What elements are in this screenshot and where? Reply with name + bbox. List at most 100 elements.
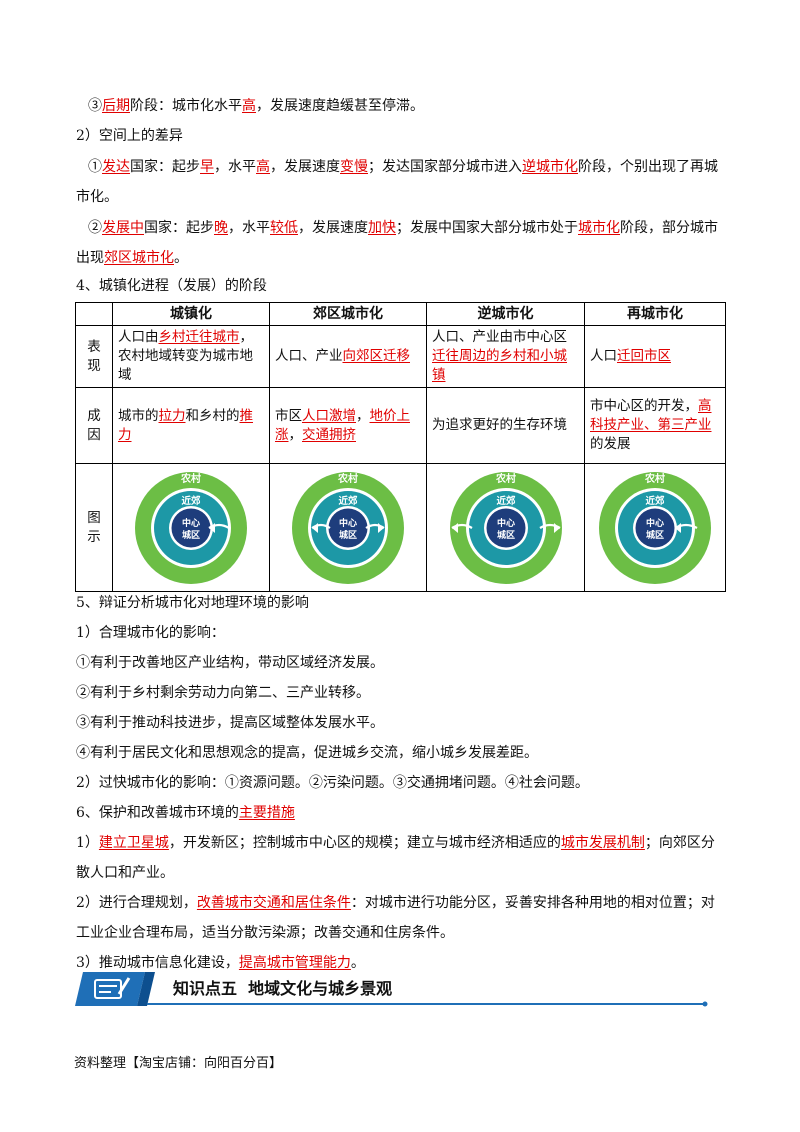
subheading-reasonable: 1）合理城市化的影响： xyxy=(76,623,225,643)
text-run: 1）合理城市化的影响： xyxy=(76,625,225,641)
urbanization-stages-table: 城镇化 郊区城市化 逆城市化 再城市化 表现 人口由乡村迁往城市，农村地域转变为… xyxy=(75,302,726,592)
section-heading-5: 5、辩证分析城市化对地理环境的影响 xyxy=(76,593,309,613)
center-circle xyxy=(486,508,525,547)
text-run: ① xyxy=(88,159,102,175)
text-run: 市区 xyxy=(275,407,302,424)
table-header: 郊区城市化 xyxy=(269,302,427,326)
table-cell: 人口、产业向郊区迁移 xyxy=(269,325,427,388)
text-run: ②有利于乡村剩余劳动力向第二、三产业转移。 xyxy=(76,685,370,701)
text-run: 1） xyxy=(76,835,99,851)
arrow-head xyxy=(312,522,318,533)
text-run: 阶段：城市化水平 xyxy=(130,98,242,114)
table-cell: 市中心区的开发，高科技产业、第三产业的发展 xyxy=(584,387,726,464)
text-run: ，水平 xyxy=(214,159,256,175)
center-label: 城区 xyxy=(182,529,200,541)
key-term: 高 xyxy=(256,159,270,175)
key-term: 发达 xyxy=(102,159,130,175)
text-run: 3）推动城市信息化建设， xyxy=(76,955,239,971)
text-run: 人口、产业 xyxy=(275,348,343,364)
key-term: 逆城市化 xyxy=(522,159,578,175)
text-run: 6、保护和改善城市环境的 xyxy=(76,805,239,821)
table-header: 再城市化 xyxy=(584,302,726,326)
text-run: ② xyxy=(88,220,102,236)
key-term: 地价上涨 xyxy=(275,407,410,443)
suburb-label: 近郊 xyxy=(496,495,516,507)
key-term: 主要措施 xyxy=(238,805,295,821)
center-label: 中心 xyxy=(339,517,357,529)
center-circle xyxy=(635,508,675,547)
text-run: ，发展速度趋缓甚至停滞。 xyxy=(256,98,424,114)
key-term: 迁回市区 xyxy=(617,348,671,364)
rural-label: 农村 xyxy=(337,472,358,485)
diagram-cell: 农村近郊中心城区 xyxy=(426,463,585,592)
text-line-17: 散人口和产业。 xyxy=(76,863,174,883)
key-term: 推力 xyxy=(118,407,253,443)
center-label: 城区 xyxy=(646,529,664,541)
text-run: 人口 xyxy=(590,348,617,364)
rural-label: 农村 xyxy=(495,472,516,485)
key-term: 晚 xyxy=(214,220,228,236)
text-run: ③ xyxy=(88,98,102,114)
table-row: 表现 人口由乡村迁往城市，农村地域转变为城市地域 人口、产业向郊区迁移 人口、产… xyxy=(75,325,726,388)
key-term: 加快 xyxy=(368,220,396,236)
key-term: 发展中 xyxy=(102,220,144,236)
text-run: 和乡村的 xyxy=(185,407,240,424)
text-run: 人口、产业由市中心区 xyxy=(432,329,567,345)
text-run: 城市的 xyxy=(118,407,159,424)
table-header: 逆城市化 xyxy=(426,302,585,326)
text-line-1: ③后期阶段：城市化水平高，发展速度趋缓甚至停滞。 xyxy=(88,96,424,116)
text-run: 市中心区的开发， xyxy=(590,398,698,414)
text-line-16: 1）建立卫星城，开发新区；控制城市中心区的规模；建立与城市经济相适应的城市发展机… xyxy=(76,833,715,853)
key-term: 乡村迁往城市 xyxy=(158,329,240,345)
suburb-label: 近郊 xyxy=(645,495,665,507)
key-term: 较低 xyxy=(270,220,298,236)
text-line-13: ④有利于居民文化和思想观念的提高，促进城乡交流，缩小城乡发展差距。 xyxy=(76,743,538,763)
key-term: 后期 xyxy=(102,98,130,114)
text-line-20: 3）推动城市信息化建设，提高城市管理能力。 xyxy=(76,953,365,973)
text-run: 人口由 xyxy=(118,329,159,345)
table-header-row: 城镇化 郊区城市化 逆城市化 再城市化 xyxy=(75,302,726,326)
text-run: 2）过快城市化的影响：①资源问题。②污染问题。③交通拥堵问题。④社会问题。 xyxy=(76,775,589,791)
row-label: 表现 xyxy=(75,325,113,388)
key-term: 人口激增 xyxy=(302,407,356,424)
text-line-18: 2）进行合理规划，改善城市交通和居住条件：对城市进行功能分区，妥善安排各种用地的… xyxy=(76,893,715,913)
key-term: 建立卫星城 xyxy=(98,835,169,851)
text-run: ， xyxy=(288,426,303,443)
text-run: ④有利于居民文化和思想观念的提高，促进城乡交流，缩小城乡发展差距。 xyxy=(76,745,538,761)
diagram-cell: 农村近郊中心城区 xyxy=(112,463,270,592)
table-cell: 人口由乡村迁往城市，农村地域转变为城市地域 xyxy=(112,325,270,388)
key-term: 早 xyxy=(200,159,214,175)
text-run: 2）进行合理规划， xyxy=(76,895,197,911)
text-run: ，发展速度 xyxy=(298,220,368,236)
text-run: 市化。 xyxy=(76,189,118,205)
text-line-3: ①发达国家：起步早，水平高，发展速度变慢；发达国家部分城市进入逆城市化阶段，个别… xyxy=(88,157,718,177)
table-row: 成因 城市的拉力和乡村的推力 市区人口激增，地价上涨，交通拥挤 为追求更好的生存… xyxy=(75,387,726,464)
center-label: 中心 xyxy=(496,517,514,529)
arrow-head xyxy=(209,522,215,533)
text-line-5: ②发展中国家：起步晚，水平较低，发展速度加快；发展中国家大部分城市处于城市化阶段… xyxy=(88,218,718,238)
text-run: ；发达国家部分城市进入 xyxy=(368,159,522,175)
table-cell: 市区人口激增，地价上涨，交通拥挤 xyxy=(269,387,427,464)
center-circle xyxy=(328,508,368,547)
rural-label: 农村 xyxy=(644,472,665,485)
text-run: 出现 xyxy=(76,250,104,266)
row-label: 成因 xyxy=(75,387,113,464)
key-term: 交通拥挤 xyxy=(302,426,356,443)
text-line-19: 工业企业合理布局，适当分散污染源；改善交通和住房条件。 xyxy=(76,923,454,943)
key-term: 城市化 xyxy=(578,220,620,236)
arrow-head xyxy=(378,522,384,533)
text-run: 国家：起步 xyxy=(144,220,214,236)
text-run: ：对城市进行功能分区，妥善安排各种用地的相对位置；对 xyxy=(350,895,715,911)
text-run: 5、辩证分析城市化对地理环境的影响 xyxy=(76,595,309,611)
key-term: 城市发展机制 xyxy=(560,835,645,851)
center-circle xyxy=(171,508,211,547)
key-term: 郊区城市化 xyxy=(104,250,174,266)
text-run: 阶段，部分城市 xyxy=(620,220,718,236)
key-term: 改善城市交通和居住条件 xyxy=(196,895,351,911)
text-run: 散人口和产业。 xyxy=(76,865,174,881)
arrow-head xyxy=(451,522,458,533)
diagram-cell: 农村近郊中心城区 xyxy=(584,463,726,592)
section-heading-4: 4、城镇化进程（发展）的阶段 xyxy=(76,276,267,296)
